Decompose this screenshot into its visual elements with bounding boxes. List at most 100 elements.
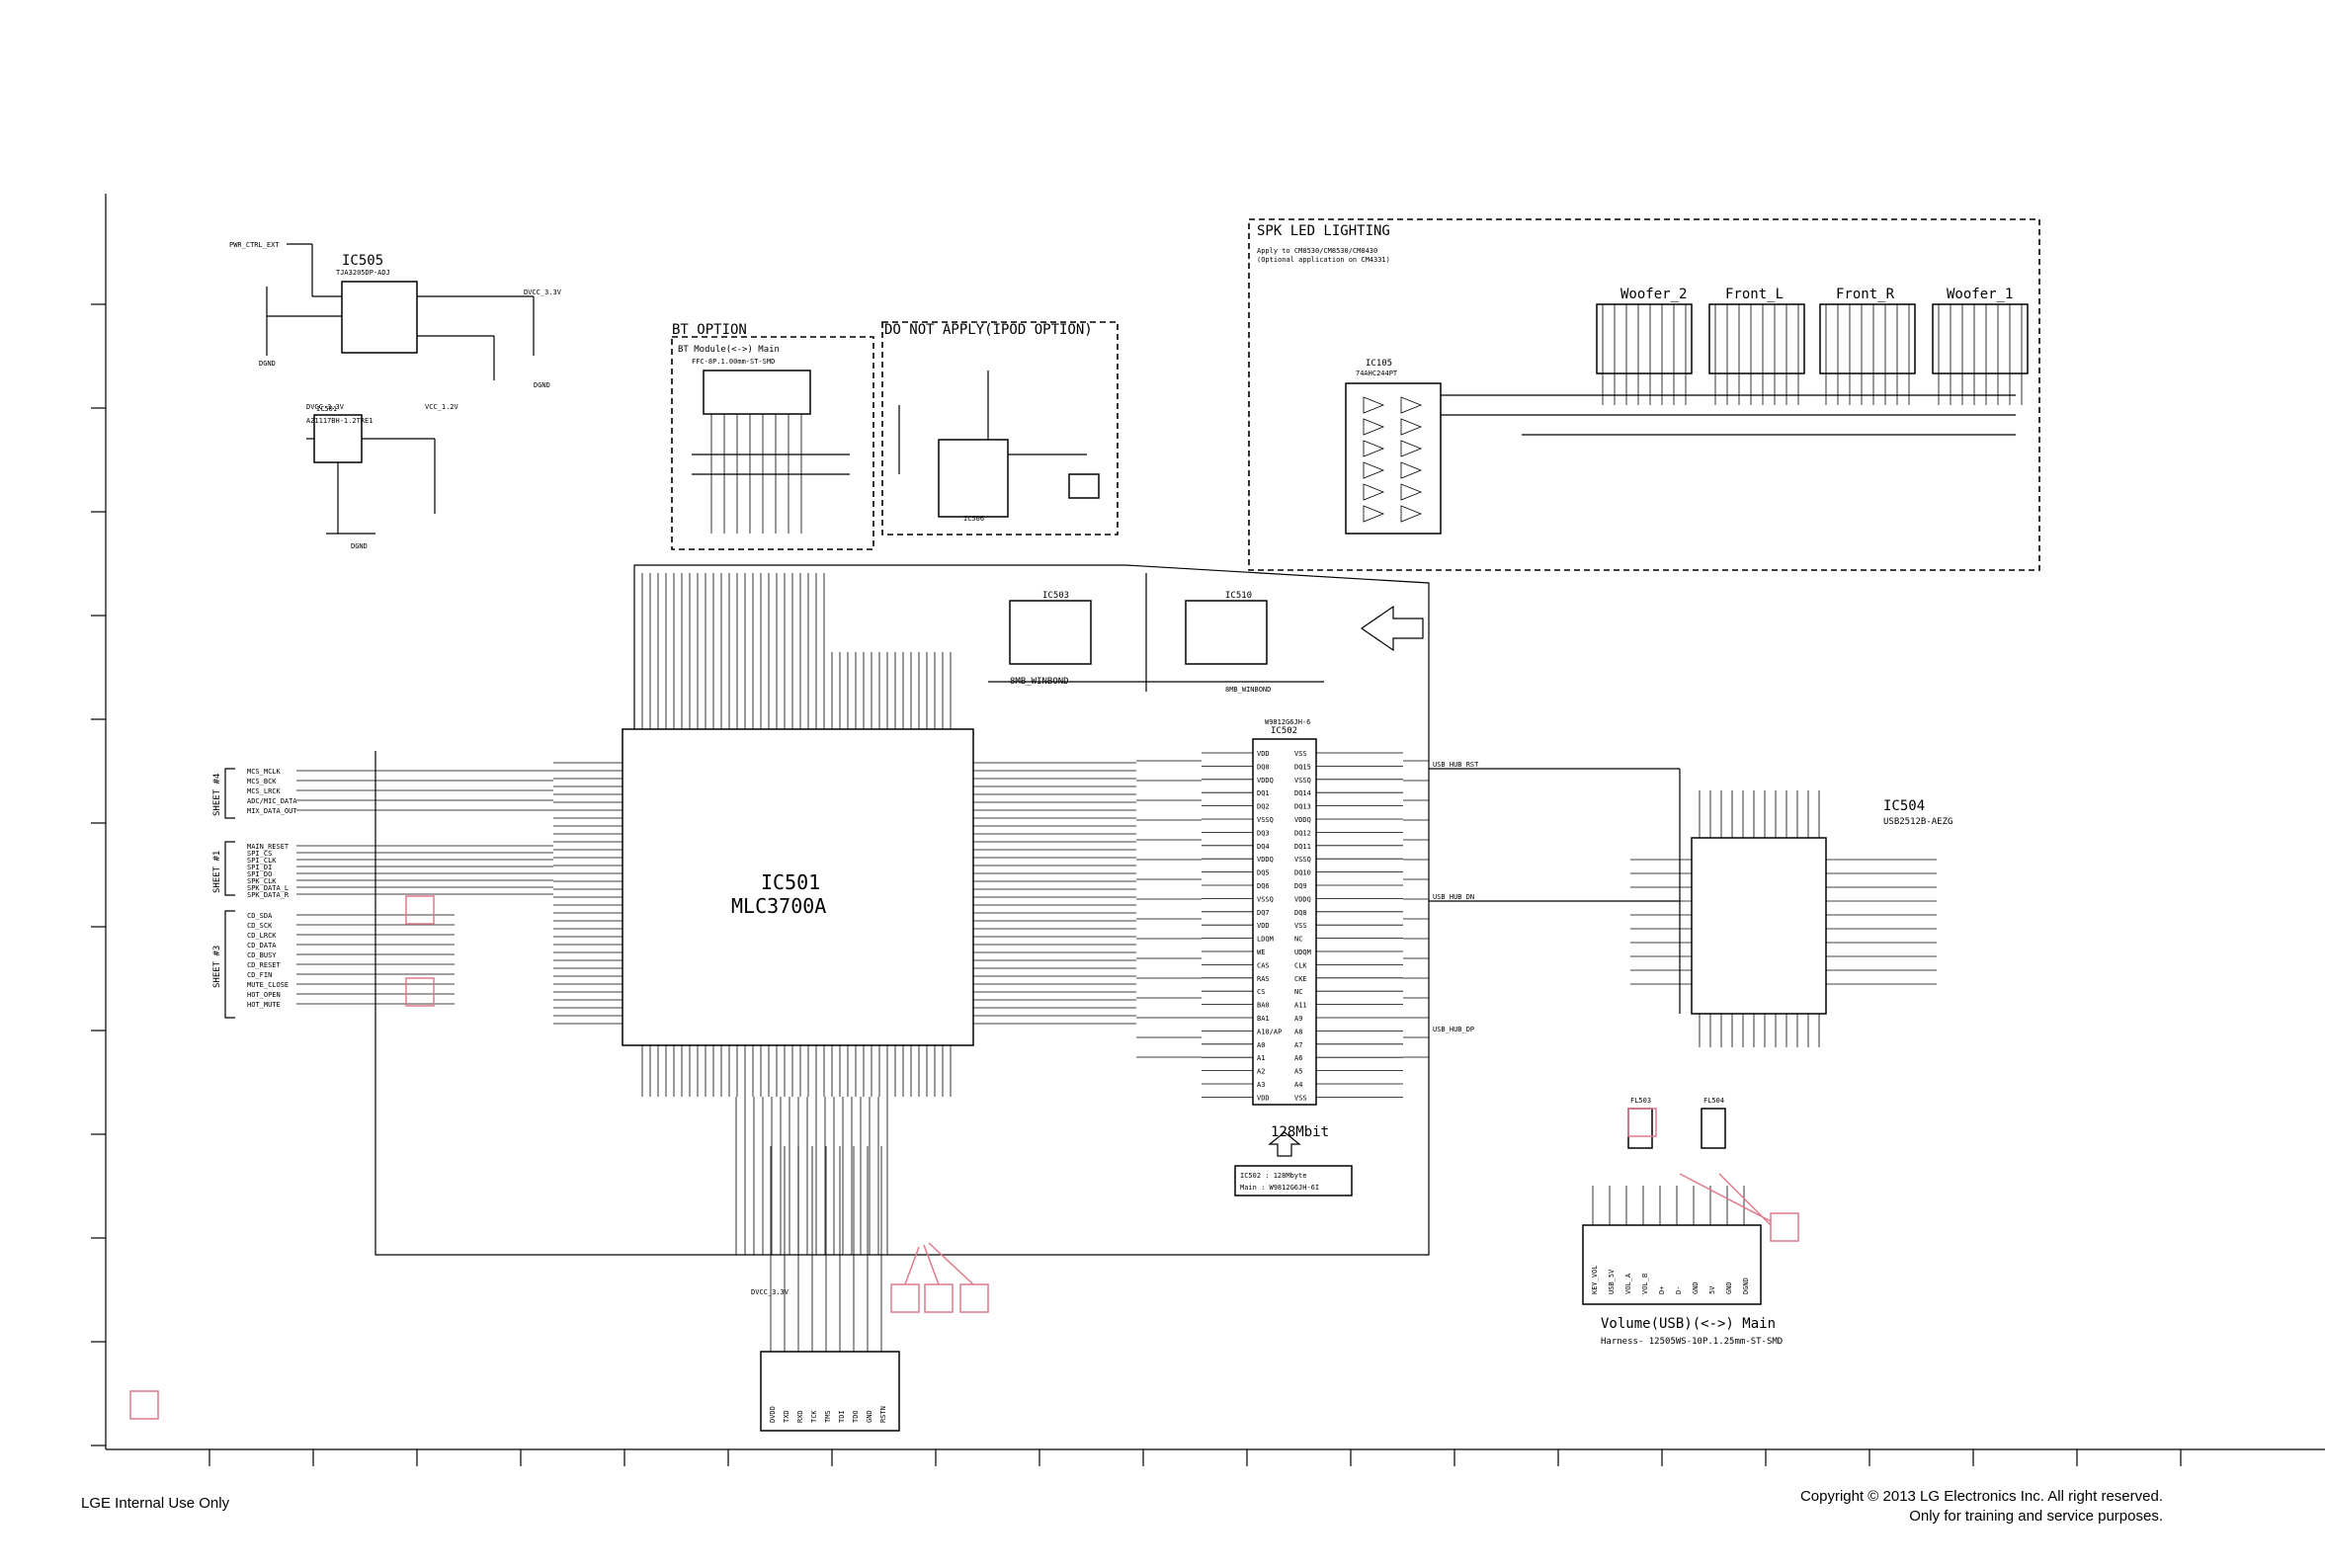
sdram-pin-label-left: A3 (1257, 1081, 1265, 1089)
sdram-pin-label-right: A6 (1294, 1054, 1302, 1062)
sdram-pin-label-left: BA0 (1257, 1002, 1270, 1010)
bt-option-title: BT OPTION (672, 322, 747, 338)
volume-connector-label: VOL_A (1624, 1273, 1632, 1294)
buffer-gate (1400, 461, 1423, 479)
sdram-pin-label-left: DQ7 (1257, 909, 1270, 917)
volume-connector-label: USB_5V (1608, 1269, 1616, 1294)
jtag-connector-label: RXD (796, 1410, 804, 1423)
sdram-pin-label-left: DQ5 (1257, 869, 1270, 877)
jtag-connector-label: GND (866, 1410, 873, 1423)
usb-hub-block: IC504 USB2512B-AEZG FL503 FL504 (1429, 768, 1952, 1149)
net-label: SPI_DO (247, 870, 272, 878)
buffer-gate (1363, 440, 1385, 457)
footer-left: LGE Internal Use Only (81, 1495, 230, 1512)
footer-training-note: Only for training and service purposes. (1909, 1508, 2163, 1525)
svg-text:IC501: IC501 (316, 405, 337, 413)
svg-text:Woofer_1: Woofer_1 (1947, 287, 2013, 302)
svg-text:SHEET #4: SHEET #4 (212, 774, 222, 816)
svg-text:IC506: IC506 (963, 515, 984, 523)
net-label: CD_RESET (247, 961, 282, 969)
svg-text:DVCC_3.3V: DVCC_3.3V (524, 289, 562, 296)
buffer-gate (1363, 461, 1385, 479)
jtag-connector-label: TDO (852, 1410, 860, 1423)
drawing-frame (91, 194, 2325, 1466)
svg-text:Harness- 12505WS-10P.1.25mm-ST: Harness- 12505WS-10P.1.25mm-ST-SMD (1601, 1337, 1783, 1347)
svg-text:IC510: IC510 (1225, 591, 1252, 601)
svg-text:74AHC244PT: 74AHC244PT (1356, 370, 1398, 377)
jtag-connector-label: TMS (824, 1410, 832, 1423)
net-label: CD_SDA (247, 912, 273, 920)
sdram-pin-label-left: DQ6 (1257, 882, 1270, 890)
svg-text:Front_R: Front_R (1836, 287, 1895, 302)
svg-text:AZ1117BH-1.2TRE1: AZ1117BH-1.2TRE1 (306, 417, 373, 425)
net-label: MAIN_RESET (247, 843, 290, 851)
spk-connector (1596, 303, 1693, 374)
ipod-option-block: DO NOT APPLY(IPOD OPTION) IC506 (881, 321, 1119, 536)
sdram-pin-label-left: RAS (1257, 975, 1270, 983)
buffer-gate (1363, 396, 1385, 414)
sdram-pin-label-left: A2 (1257, 1068, 1265, 1076)
sdram-pin-label-right: CLK (1294, 961, 1307, 969)
spk-connector (1708, 303, 1805, 374)
jtag-connector-label: DVDD (769, 1406, 777, 1423)
svg-text:Apply to CM8530/CM8530/CM8430: Apply to CM8530/CM8530/CM8430 (1257, 247, 1377, 255)
sdram-pin-label-right: CKE (1294, 975, 1307, 983)
net-label: SPK_DATA_L (247, 884, 289, 892)
svg-text:USB2512B-AEZG: USB2512B-AEZG (1883, 817, 1952, 827)
sdram-pin-label-left: VDD (1257, 922, 1270, 930)
sdram-pin-label-right: NC (1294, 988, 1302, 996)
svg-text:VCC_1.2V: VCC_1.2V (425, 403, 459, 411)
sdram-pin-label-left: A1 (1257, 1054, 1265, 1062)
sdram-pin-label-left: VDDQ (1257, 777, 1274, 784)
sdram-pin-label-left: WE (1257, 949, 1265, 956)
sdram-pin-label-left: CS (1257, 988, 1265, 996)
net-label: CD_SCK (247, 922, 273, 930)
ipod-title: DO NOT APPLY(IPOD OPTION) (884, 322, 1093, 338)
sdram-pin-label-left: DQ3 (1257, 829, 1270, 837)
net-label: SPK_CLK (247, 877, 277, 885)
sdram-pin-label-right: DQ10 (1294, 869, 1311, 877)
sdram-pin-label-right: VSS (1294, 750, 1307, 758)
volume-connector-label: VOL_B (1641, 1274, 1649, 1294)
ic505-part: TJA3205DP-ADJ (336, 269, 390, 277)
buffer-gate (1400, 440, 1423, 457)
spk-connector (1819, 303, 1916, 374)
net-label: MCS_BCK (247, 778, 277, 785)
svg-text:FL503: FL503 (1630, 1097, 1651, 1105)
net-label: MUTE_CLOSE (247, 981, 289, 989)
sdram-pin-label-right: UDQM (1294, 949, 1311, 956)
buffer-gate (1363, 483, 1385, 501)
sdram-pin-label-left: VDD (1257, 1094, 1270, 1102)
sdram-pin-label-right: DQ13 (1294, 803, 1311, 811)
net-label: CD_BUSY (247, 951, 277, 959)
ic505-block: IC505 TJA3205DP-ADJ PWR_CTRL_EXT DVCC_3.… (229, 241, 562, 550)
svg-text:IC504: IC504 (1883, 798, 1925, 814)
svg-text:Woofer_2: Woofer_2 (1620, 287, 1687, 302)
svg-text:(Optional application on CM433: (Optional application on CM4331) (1257, 256, 1390, 264)
volume-connector-label: D- (1675, 1286, 1683, 1294)
net-label: CD_LRCK (247, 932, 277, 940)
sdram-pin-label-left: BA1 (1257, 1015, 1270, 1023)
sdram-pin-label-left: A10/AP (1257, 1028, 1282, 1035)
spk-led-block: SPK LED LIGHTING Apply to CM8530/CM8530/… (1248, 218, 2040, 571)
spk-connector (1932, 303, 2029, 374)
net-label: MCS_MCLK (247, 768, 282, 776)
sdram-block: IC502 W9812G6JH-6 128Mbit VDDDQ0VDDQDQ1D… (1202, 718, 1403, 1197)
footer-copyright: Copyright © 2013 LG Electronics Inc. All… (1799, 1488, 2163, 1505)
sdram-pin-label-right: A9 (1294, 1015, 1302, 1023)
svg-text:IC503: IC503 (1042, 591, 1069, 601)
memory-size: 128Mbit (1271, 1124, 1329, 1140)
ic505-label: IC505 (342, 253, 383, 269)
volume-connector-label: GND (1692, 1281, 1700, 1294)
sdram-pin-label-right: DQ9 (1294, 882, 1307, 890)
svg-text:IC105: IC105 (1366, 359, 1392, 369)
svg-text:DGND: DGND (534, 381, 550, 389)
memory-arrow (1268, 605, 1424, 1157)
jtag-connector-label: TXD (783, 1410, 790, 1423)
bt-option-block: BT OPTION BT Module(<->) Main FFC-8P.1.0… (671, 322, 874, 550)
volume-connector-label: D+ (1658, 1286, 1666, 1294)
sdram-pin-label-right: DQ12 (1294, 829, 1311, 837)
net-label: SPK_DATA_R (247, 891, 290, 899)
net-label: ADC/MIC_DATA (247, 797, 297, 805)
